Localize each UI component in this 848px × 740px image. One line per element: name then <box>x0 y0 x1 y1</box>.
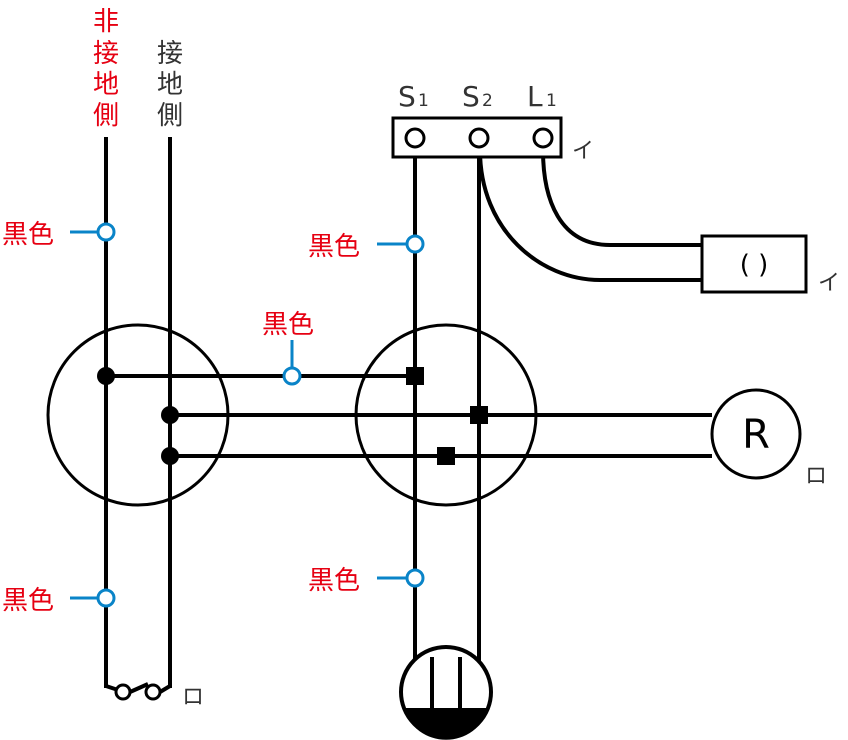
mark-ro-switch: ロ <box>182 685 204 710</box>
svg-text:S: S <box>462 80 480 113</box>
svg-text:1: 1 <box>546 91 557 111</box>
black-marker-horizontal: 黒色 <box>262 310 314 386</box>
black-marker-left-top: 黒色 <box>2 220 116 250</box>
switch-symbol <box>105 682 172 701</box>
svg-text:接: 接 <box>93 39 119 69</box>
black-marker-right-top: 黒色 <box>308 232 425 262</box>
svg-text:S: S <box>398 80 416 113</box>
svg-text:側: 側 <box>157 101 183 131</box>
svg-text:地: 地 <box>93 70 119 100</box>
crimp-sleeve <box>470 406 488 424</box>
terminal-s1 <box>404 127 426 149</box>
svg-text:2: 2 <box>482 91 493 111</box>
non-ground-side-label: 非 接 地 側 <box>93 7 119 131</box>
blank-box-text: ( ) <box>740 250 769 280</box>
svg-text:1: 1 <box>418 91 429 111</box>
mark-i-box: イ <box>818 271 840 296</box>
right-junction-box <box>354 323 538 507</box>
svg-text:黒色: 黒色 <box>2 220 54 250</box>
svg-text:非: 非 <box>93 7 119 37</box>
pilot-lamp-symbol: R <box>742 412 770 458</box>
black-marker-left-bottom: 黒色 <box>2 586 116 616</box>
terminal-s2 <box>468 127 490 149</box>
mark-i-switch: イ <box>572 139 594 164</box>
terminal-s2-label: S 2 <box>462 80 493 113</box>
terminal-s1-label: S 1 <box>398 80 429 113</box>
ground-side-label: 接 地 側 <box>157 39 183 131</box>
svg-text:黒色: 黒色 <box>2 586 54 616</box>
svg-text:L: L <box>527 80 543 113</box>
s2-curve-wire <box>478 149 702 282</box>
terminal-l1-label: L 1 <box>527 80 557 113</box>
crimp-sleeve <box>406 367 424 385</box>
terminal-l1 <box>532 127 554 149</box>
svg-text:黒色: 黒色 <box>262 310 314 340</box>
svg-text:黒色: 黒色 <box>308 566 360 596</box>
blank-box <box>700 234 808 294</box>
svg-text:地: 地 <box>157 70 183 100</box>
crimp-sleeve <box>437 447 455 465</box>
svg-text:接: 接 <box>157 39 183 69</box>
svg-text:側: 側 <box>93 101 119 131</box>
svg-text:黒色: 黒色 <box>308 232 360 262</box>
l1-wire <box>541 149 702 247</box>
outlet-symbol <box>399 645 493 740</box>
black-marker-right-bottom: 黒色 <box>308 566 425 596</box>
mark-ro-lamp: ロ <box>805 464 827 489</box>
pilot-lamp <box>710 388 802 480</box>
